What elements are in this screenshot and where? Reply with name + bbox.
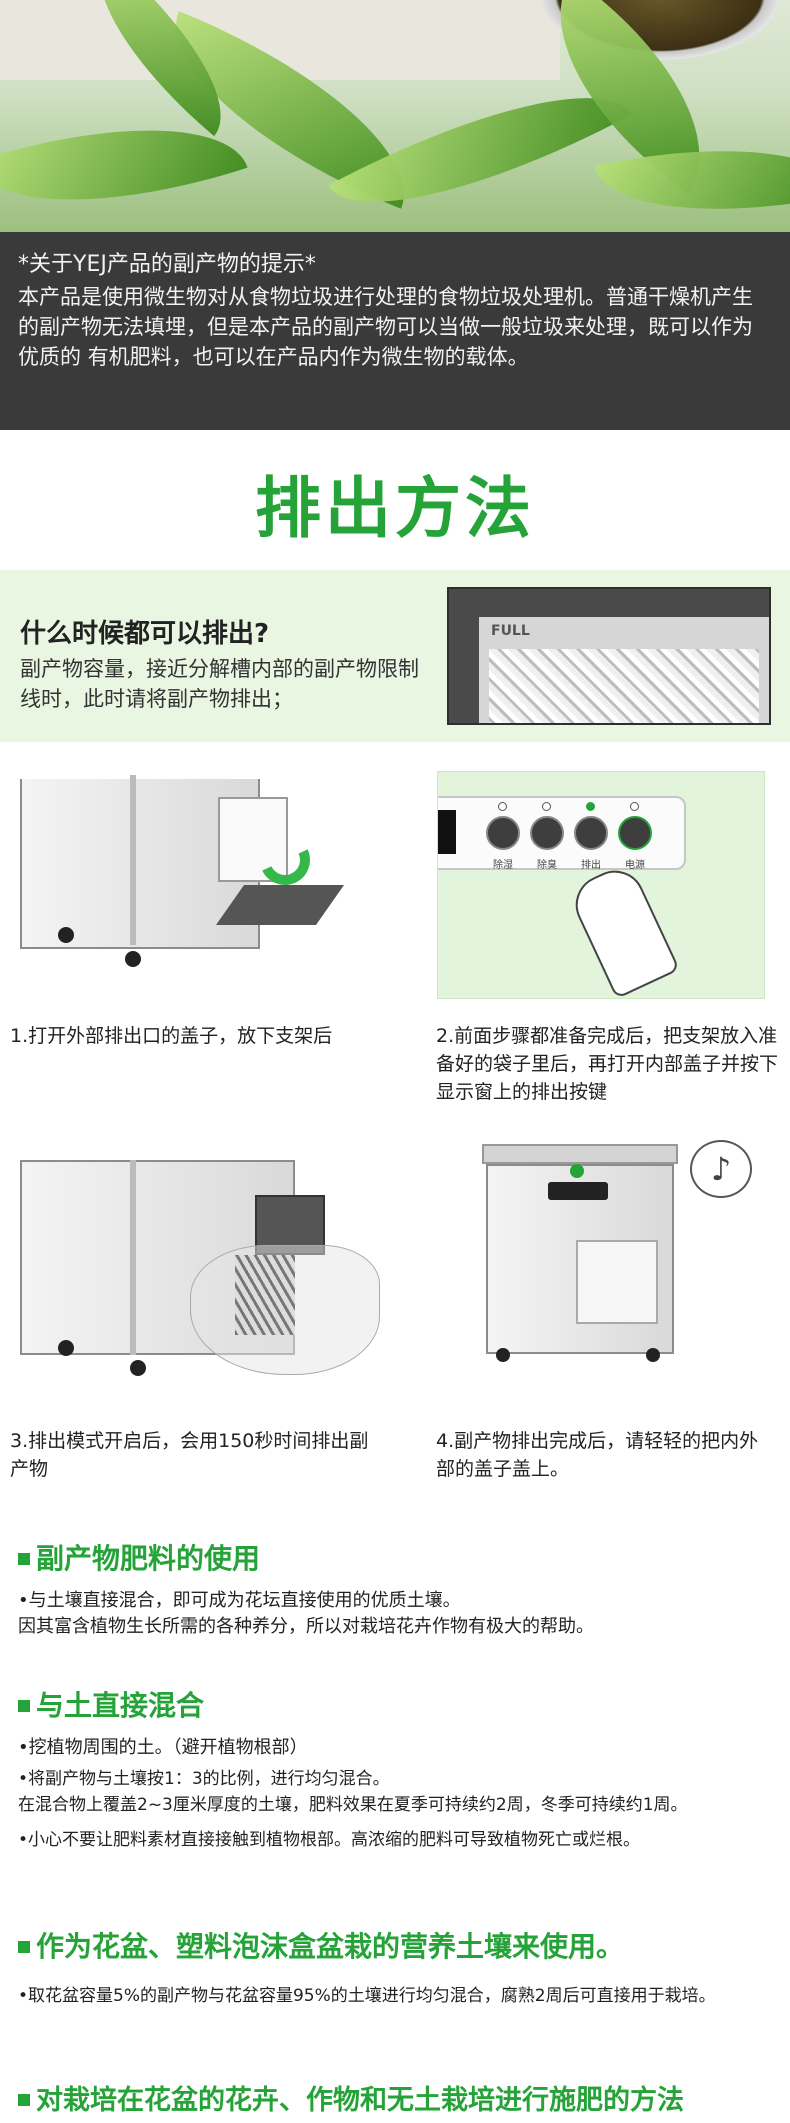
pot-heading: 作为花盆、塑料泡沫盒盆栽的营养土壤来使用。 xyxy=(18,1925,624,1965)
mix-item: •挖植物周围的土。（避开植物根部） xyxy=(18,1737,308,1758)
when-question: 什么时候都可以排出? xyxy=(20,619,270,649)
pot-text: •取花盆容量5%的副产物与花盆容量95%的土壤进行均匀混合，腐熟2周后可直接用于… xyxy=(18,1986,716,2006)
logo-icon xyxy=(570,1164,584,1178)
closed-cover xyxy=(576,1240,658,1324)
discharge-button[interactable] xyxy=(574,816,608,850)
panel-label: 电源 xyxy=(625,860,645,871)
wheel-icon xyxy=(125,951,141,967)
step3-illustration xyxy=(20,1160,400,1390)
display-window xyxy=(438,810,456,854)
panel-label: 除臭 xyxy=(537,860,557,871)
deodorize-button[interactable] xyxy=(530,816,564,850)
step3-text: 3.排出模式开启后，会用150秒时间排出副产物 xyxy=(10,1430,369,1480)
panel-label: 除湿 xyxy=(493,860,513,871)
wheel-icon xyxy=(130,1360,146,1376)
wheel-icon xyxy=(58,1340,74,1356)
power-button[interactable] xyxy=(618,816,652,850)
fertilizer-heading: 副产物肥料的使用 xyxy=(18,1537,260,1577)
falling-byproduct xyxy=(235,1255,295,1335)
bullet-square-icon xyxy=(18,1941,30,1953)
bullet-square-icon xyxy=(18,1553,30,1565)
section-title: 排出方法 xyxy=(255,470,535,547)
notice-body: 本产品是使用微生物对从食物垃圾进行处理的食物垃圾处理机。普通干燥机产生的副产物无… xyxy=(18,285,753,369)
step4-text: 4.副产物排出完成后，请轻轻的把内外部的盖子盖上。 xyxy=(436,1430,759,1480)
indicator-dot xyxy=(630,802,639,811)
wheel-icon xyxy=(496,1348,510,1362)
chamber-photo: FULL xyxy=(447,587,771,725)
machine-edge xyxy=(130,775,136,945)
hero-plant-image xyxy=(0,0,790,232)
indicator-dot xyxy=(542,802,551,811)
byproduct-grains xyxy=(489,649,759,723)
last-heading: 对栽培在花盆的花卉、作物和无土栽培进行施肥的方法 xyxy=(18,2078,684,2117)
step2-illustration: 除湿 除臭 排出 电源 xyxy=(437,771,765,1000)
step4-illustration: ♪ xyxy=(478,1140,778,1380)
fertilizer-text: •与土壤直接混合，即可成为花坛直接使用的优质土壤。 因其富含植物生长所需的各种养… xyxy=(18,1590,594,1637)
pot-heading-text: 作为花盆、塑料泡沫盒盆栽的营养土壤来使用。 xyxy=(36,1930,625,1963)
mix-item: •小心不要让肥料素材直接接触到植物根部。高浓缩的肥料可导致植物死亡或烂根。 xyxy=(18,1830,641,1850)
mix-item: •将副产物与土壤按1：3的比例，进行均匀混合。 在混合物上覆盖2~3厘米厚度的土… xyxy=(18,1769,688,1815)
when-band: 什么时候都可以排出? 副产物容量，接近分解槽内部的副产物限制线时，此时请将副产物… xyxy=(0,570,790,742)
control-panel: 除湿 除臭 排出 电源 xyxy=(438,796,686,871)
mix-heading-text: 与土直接混合 xyxy=(36,1689,205,1722)
fertilizer-heading-text: 副产物肥料的使用 xyxy=(36,1542,261,1575)
display-panel xyxy=(548,1182,608,1200)
panel-label: 排出 xyxy=(581,860,601,871)
last-heading-text: 对栽培在花盆的花卉、作物和无土栽培进行施肥的方法 xyxy=(36,2085,684,2116)
indicator-dot xyxy=(498,802,507,811)
dehumidify-button[interactable] xyxy=(486,816,520,850)
mix-heading: 与土直接混合 xyxy=(18,1684,204,1724)
step1-illustration xyxy=(20,775,360,975)
wheel-icon xyxy=(58,927,74,943)
bullet-square-icon xyxy=(18,2094,30,2106)
indicator-dot-active xyxy=(586,802,595,811)
when-answer: 副产物容量，接近分解槽内部的副产物限制线时，此时请将副产物排出； xyxy=(20,657,419,711)
machine-lid xyxy=(482,1144,678,1164)
notice-title: *关于YEJ产品的副产物的提示* xyxy=(18,252,316,277)
byproduct-notice: *关于YEJ产品的副产物的提示* 本产品是使用微生物对从食物垃圾进行处理的食物垃… xyxy=(0,232,790,430)
music-note-icon: ♪ xyxy=(690,1140,752,1198)
full-line-label: FULL xyxy=(491,623,530,639)
step1-text: 1.打开外部排出口的盖子，放下支架后 xyxy=(10,1025,333,1047)
bullet-square-icon xyxy=(18,1700,30,1712)
outer-cover xyxy=(218,797,288,882)
wheel-icon xyxy=(646,1348,660,1362)
step2-text: 2.前面步骤都准备完成后，把支架放入准备好的袋子里后，再打开内部盖子并按下显示窗… xyxy=(436,1025,779,1103)
machine-edge xyxy=(130,1160,136,1355)
pointing-hand-icon xyxy=(565,860,681,1000)
